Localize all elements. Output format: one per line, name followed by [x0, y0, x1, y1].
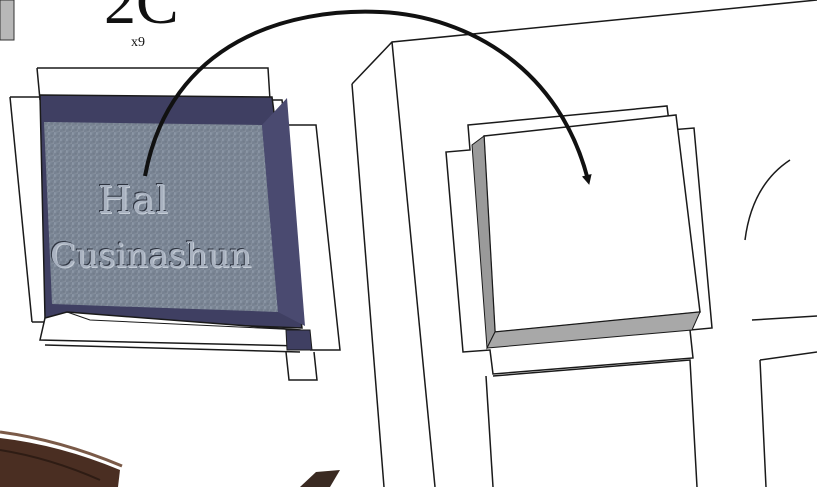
roof-fragment — [0, 432, 340, 487]
panel-text-line-2: Cusinashun — [50, 236, 252, 276]
panel-text-line-1: Hal — [98, 178, 169, 222]
step-multiplier: x9 — [131, 35, 145, 51]
source-panel — [40, 95, 312, 350]
corner-thumbnail — [0, 0, 14, 40]
step-number: 2C — [104, 0, 179, 34]
